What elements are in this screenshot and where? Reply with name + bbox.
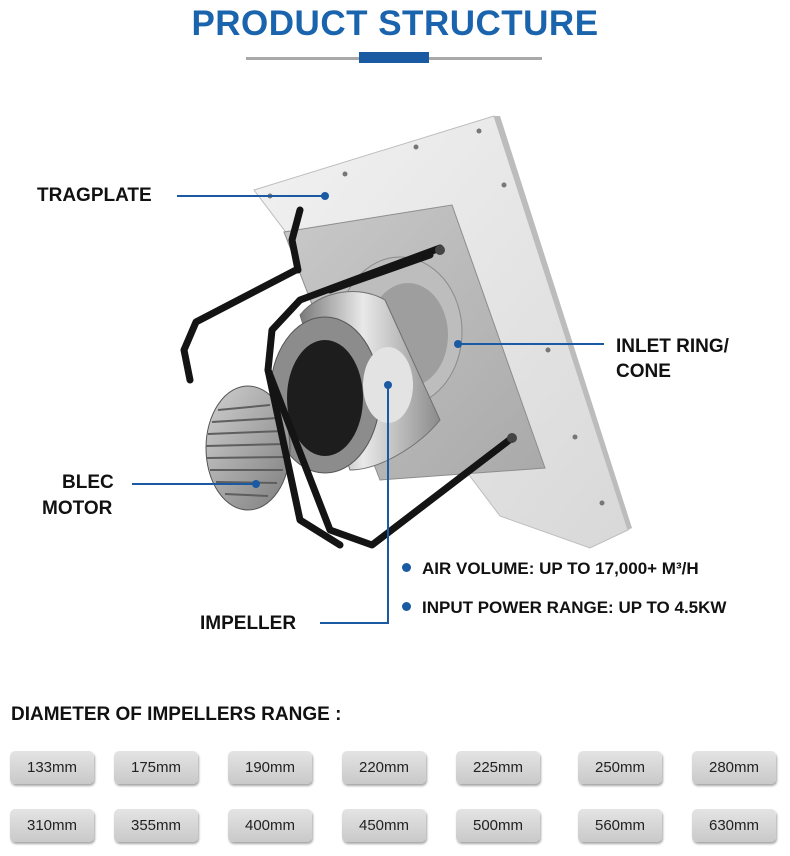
- spec-air-volume: AIR VOLUME: UP TO 17,000+ M³/H: [422, 559, 699, 578]
- leader-lines: [132, 195, 604, 624]
- motor-label-line2: MOTOR: [42, 498, 113, 519]
- inlet-ring-label-line2: CONE: [616, 361, 671, 382]
- impeller-label: IMPELLER: [200, 613, 297, 634]
- tragplate-edge: [494, 116, 632, 530]
- tragplate-label: TRAGPLATE: [37, 185, 152, 206]
- leader-endpoints: [252, 192, 462, 488]
- diameter-chip: 355mm: [114, 809, 198, 842]
- spec-input-power: INPUT POWER RANGE: UP TO 4.5KW: [422, 598, 727, 617]
- page-title: PRODUCT STRUCTURE: [191, 4, 599, 43]
- title-accent-bar: [359, 52, 429, 63]
- bullet-dot: [402, 602, 411, 611]
- diameter-chip: 280mm: [692, 751, 776, 784]
- diameter-chip: 560mm: [578, 809, 662, 842]
- diameter-chip: 133mm: [10, 751, 94, 784]
- inlet-ring-label-line1: INLET RING/: [616, 336, 729, 357]
- diameter-chip: 175mm: [114, 751, 198, 784]
- bullet-dot: [402, 563, 411, 572]
- diameter-chip: 630mm: [692, 809, 776, 842]
- diameter-chip: 400mm: [228, 809, 312, 842]
- blec-motor-body: [205, 385, 291, 511]
- diameter-chip: 450mm: [342, 809, 426, 842]
- support-frame: [180, 206, 516, 549]
- fan-product-illustration: [132, 115, 632, 624]
- motor-label-line1: BLEC: [62, 472, 114, 493]
- diameter-chip: 190mm: [228, 751, 312, 784]
- diameter-chip: 310mm: [10, 809, 94, 842]
- diameter-chip: 500mm: [456, 809, 540, 842]
- mounting-holes: [267, 128, 605, 506]
- motor-fins: [205, 404, 287, 497]
- diameter-chip: 250mm: [578, 751, 662, 784]
- diameter-chip: 225mm: [456, 751, 540, 784]
- diameter-chip: 220mm: [342, 751, 426, 784]
- diameter-range-title: DIAMETER OF IMPELLERS RANGE :: [11, 704, 342, 725]
